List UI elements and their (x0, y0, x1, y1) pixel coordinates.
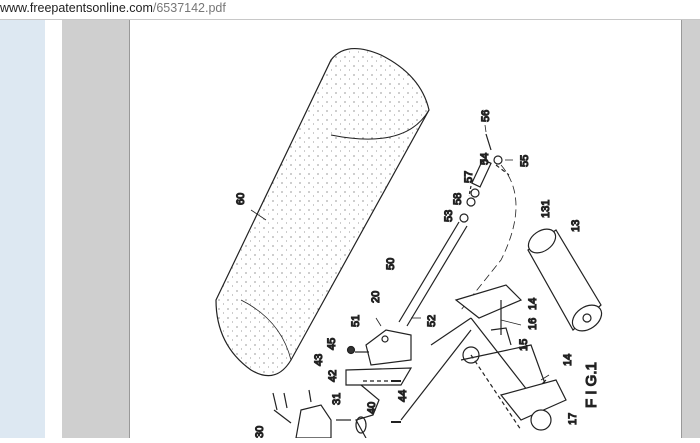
label-15: 15 (518, 339, 530, 351)
label-31: 31 (331, 393, 343, 405)
label-53: 53 (443, 210, 455, 222)
label-16: 16 (527, 318, 539, 330)
label-44: 44 (397, 390, 409, 402)
url-path: /6537142.pdf (152, 1, 226, 15)
url-host: www.freepatentsonline.com (0, 1, 153, 15)
label-52: 52 (426, 315, 438, 327)
label-58: 58 (452, 193, 464, 205)
label-57: 57 (463, 171, 475, 183)
pdf-page: 60 56 55 54 57 58 53 50 131 13 20 51 52 … (129, 20, 682, 439)
label-30: 30 (254, 426, 266, 438)
label-54: 54 (479, 153, 491, 165)
address-bar[interactable]: www.freepatentsonline.com/6537142.pdf (0, 0, 700, 20)
label-40: 40 (366, 402, 378, 414)
label-45: 45 (326, 338, 338, 350)
label-14-b: 14 (562, 354, 574, 366)
label-60: 60 (235, 193, 247, 205)
label-43: 43 (313, 354, 325, 366)
belt-60 (215, 48, 430, 377)
label-14: 14 (527, 298, 539, 310)
divider (45, 20, 62, 438)
label-51: 51 (350, 315, 362, 327)
sidebar-pane (0, 20, 45, 438)
figure-labels: 60 56 55 54 57 58 53 50 131 13 20 51 52 … (234, 109, 600, 438)
label-20: 20 (370, 291, 382, 303)
label-42: 42 (327, 370, 339, 382)
label-50: 50 (385, 258, 397, 270)
label-131: 131 (540, 200, 552, 218)
label-55: 55 (519, 155, 531, 167)
figure-caption: F I G.1 (583, 362, 600, 408)
label-56: 56 (480, 110, 492, 122)
label-17: 17 (567, 413, 579, 425)
patent-drawing: 60 56 55 54 57 58 53 50 131 13 20 51 52 … (215, 48, 603, 439)
label-13: 13 (570, 220, 582, 232)
